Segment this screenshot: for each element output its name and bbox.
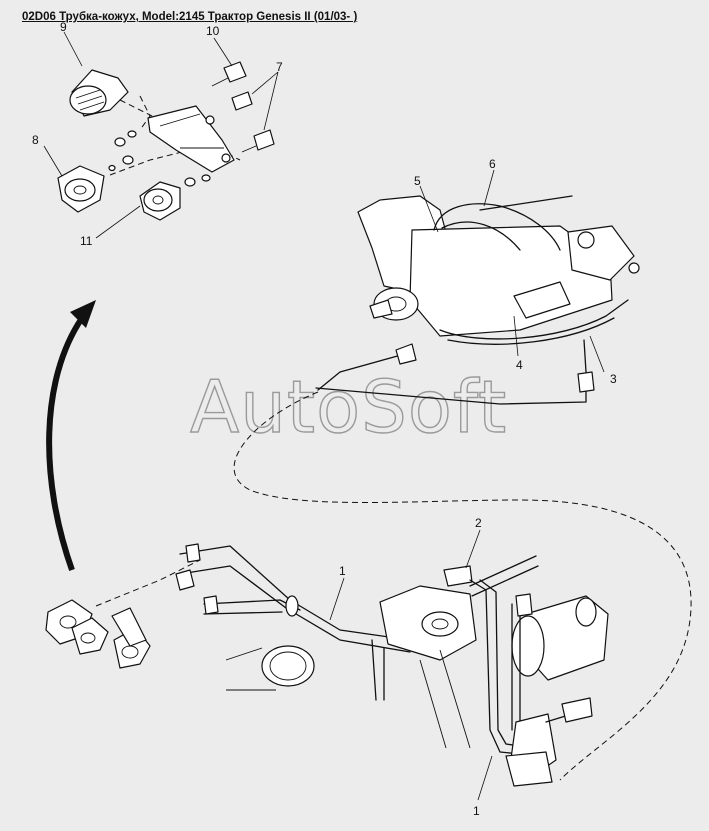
- callout-8: 8: [32, 133, 39, 147]
- washers: [108, 130, 211, 187]
- part-9-socket: [69, 69, 129, 117]
- bracket: [147, 105, 235, 173]
- callout-9: 9: [60, 20, 67, 34]
- callout-5: 5: [414, 174, 421, 188]
- callout-2: 2: [475, 516, 482, 530]
- callout-4: 4: [516, 358, 523, 372]
- callout-6: 6: [489, 157, 496, 171]
- page-title: 02D06 Трубка-кожух, Model:2145 Трактор G…: [22, 11, 358, 23]
- callout-11: 11: [80, 234, 93, 248]
- part-11-plug: [139, 181, 181, 221]
- fittings: [211, 61, 275, 153]
- curved-arrow: [46, 300, 96, 572]
- exploded-view: [43, 31, 279, 239]
- watermark: AutoSoft: [190, 365, 507, 449]
- lower-assembly: [45, 529, 609, 801]
- callout-1-lower: 1: [473, 804, 480, 818]
- part-8-plug: [57, 165, 105, 213]
- callout-10: 10: [206, 24, 220, 38]
- dashed-pipe: [233, 391, 692, 781]
- valve-assembly: [315, 195, 640, 405]
- callout-7: 7: [276, 60, 283, 74]
- callout-3: 3: [610, 372, 617, 386]
- callout-1-upper: 1: [339, 564, 346, 578]
